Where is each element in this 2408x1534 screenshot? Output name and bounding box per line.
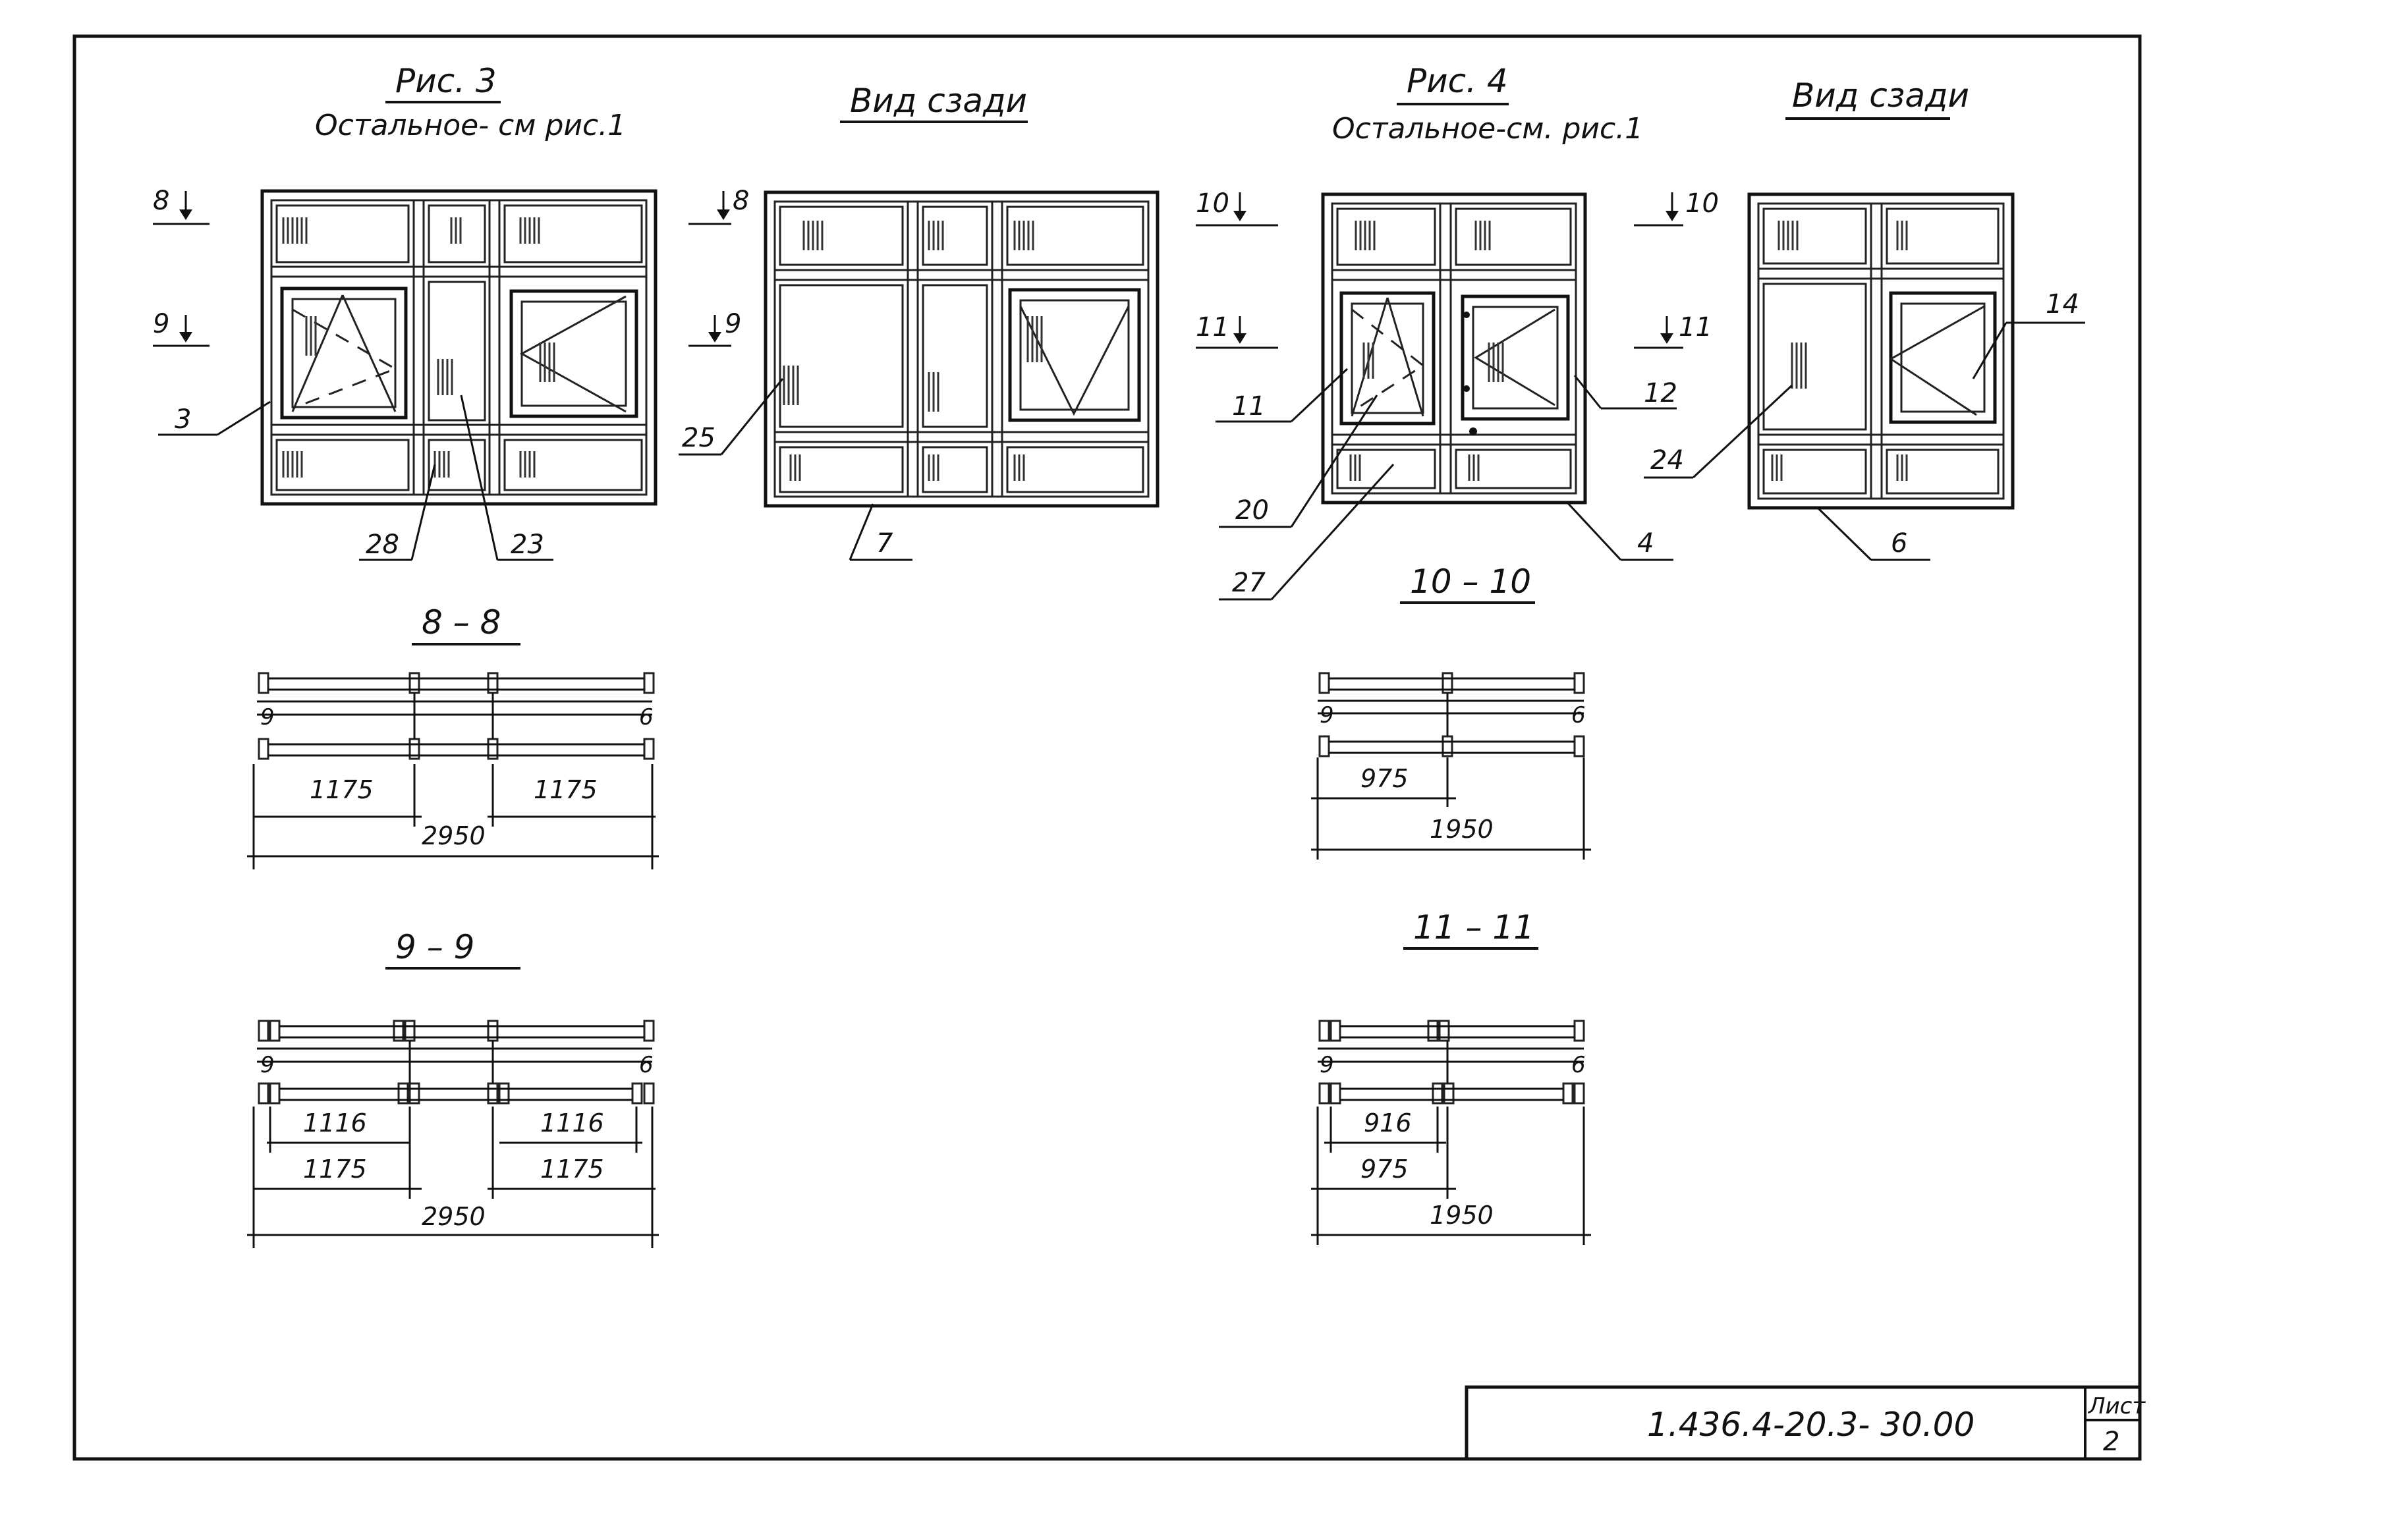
svg-text:1175: 1175	[540, 1155, 604, 1184]
fig4-note: Остальное-см. рис.1	[1332, 112, 1643, 146]
svg-text:27: 27	[1232, 568, 1266, 598]
svg-text:1116: 1116	[303, 1109, 367, 1137]
svg-text:7: 7	[876, 528, 893, 559]
svg-text:6: 6	[639, 704, 654, 730]
section-11-11-dimensions: 916 975 1950	[1311, 1107, 1591, 1245]
title-block: 1.436.4-20.3- 30.00 Лист 2	[1465, 1385, 2146, 1461]
section-9-9-dimensions: 1116 1116 1175 1175 2950	[247, 1107, 659, 1248]
svg-text:10: 10	[1196, 188, 1229, 219]
fig3-back-callouts: 25 7	[679, 378, 912, 561]
drawing-code: 1.436.4-20.3- 30.00	[1647, 1406, 1974, 1444]
svg-text:25: 25	[682, 423, 715, 453]
fig3-title: Рис. 3	[395, 62, 497, 100]
svg-text:24: 24	[1650, 445, 1684, 476]
svg-text:916: 916	[1364, 1109, 1412, 1137]
fig3-section-marks: 8 9 8 9	[153, 186, 749, 347]
section-11-11-title: 11 – 11	[1413, 908, 1534, 946]
svg-text:1116: 1116	[540, 1109, 604, 1137]
fig4-section-marks: 10 11 10 11	[1196, 188, 1719, 349]
sheet-border	[72, 34, 2142, 1461]
svg-text:6: 6	[1571, 702, 1586, 728]
svg-text:6: 6	[1571, 1052, 1586, 1078]
svg-text:3: 3	[175, 404, 191, 435]
fig3-front-callouts: 3 28 23	[158, 395, 553, 561]
svg-text:9: 9	[1320, 1052, 1334, 1078]
svg-text:4: 4	[1637, 528, 1654, 559]
svg-text:8: 8	[153, 186, 169, 216]
svg-text:8: 8	[733, 186, 749, 216]
svg-text:1175: 1175	[534, 775, 598, 804]
svg-text:9: 9	[725, 309, 741, 339]
fig4-back-view-title: Вид сзади	[1792, 76, 1969, 115]
fig3-back-view	[764, 190, 1160, 508]
section-10-10-drawing: 9 6	[1318, 672, 1586, 757]
section-9-9-title: 9 – 9	[395, 928, 474, 966]
section-9-9-drawing: 9 6	[257, 1020, 655, 1105]
svg-text:23: 23	[511, 530, 544, 560]
svg-text:14: 14	[2046, 289, 2079, 319]
section-8-8-title: 8 – 8	[422, 603, 501, 642]
section-11-11-drawing: 9 6	[1318, 1020, 1586, 1105]
svg-text:975: 975	[1360, 764, 1409, 793]
svg-text:9: 9	[260, 1052, 275, 1078]
fig4-front-elevation	[1321, 192, 1587, 505]
svg-text:975: 975	[1360, 1155, 1409, 1184]
svg-text:12: 12	[1644, 378, 1677, 408]
section-10-10-title: 10 – 10	[1410, 562, 1531, 601]
section-10-10-dimensions: 975 1950	[1311, 757, 1591, 860]
fig3-back-view-title: Вид сзади	[850, 82, 1027, 120]
svg-text:2950: 2950	[422, 821, 486, 850]
fig4-front-callouts: 11 20 27 12 4	[1216, 368, 1677, 601]
fig4-back-view	[1747, 192, 2015, 510]
svg-text:1950: 1950	[1430, 815, 1494, 844]
section-8-8-dimensions: 1175 1175 2950	[247, 764, 659, 869]
svg-text:1175: 1175	[303, 1155, 367, 1184]
svg-text:28: 28	[366, 530, 399, 560]
svg-text:11: 11	[1679, 312, 1712, 342]
fig4-back-callouts: 14 24 6	[1644, 289, 2085, 561]
svg-text:11: 11	[1196, 312, 1229, 342]
svg-text:2950: 2950	[422, 1202, 486, 1231]
svg-text:9: 9	[260, 704, 275, 730]
sheet-label: Лист	[2087, 1393, 2146, 1419]
svg-text:11: 11	[1232, 391, 1266, 422]
svg-text:10: 10	[1685, 188, 1719, 219]
fig3-note: Остальное- см рис.1	[315, 109, 626, 142]
section-8-8-drawing: 9 6	[257, 672, 655, 760]
svg-text:1175: 1175	[310, 775, 374, 804]
svg-text:20: 20	[1235, 495, 1269, 526]
svg-text:9: 9	[1320, 702, 1334, 728]
svg-text:6: 6	[639, 1052, 654, 1078]
svg-text:6: 6	[1891, 528, 1907, 559]
fig3-front-elevation	[260, 189, 658, 506]
svg-text:1950: 1950	[1430, 1201, 1494, 1230]
sheet-number: 2	[2103, 1427, 2119, 1457]
fig4-title: Рис. 4	[1407, 62, 1508, 100]
svg-text:9: 9	[153, 309, 169, 339]
